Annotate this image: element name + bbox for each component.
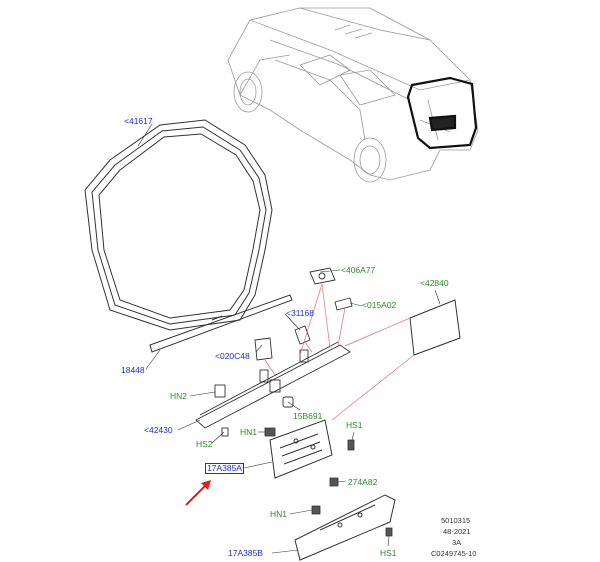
reference-line-1: 5010315 [441,516,471,525]
vehicle-illustration [227,7,479,183]
label-15B691: 15B691 [293,411,323,421]
tailgate-seal [84,119,273,331]
label-31168: <31168 [286,308,314,318]
label-42840: <42840 [420,278,449,288]
fasteners [264,427,393,537]
trim-strip [149,294,293,353]
licence-panel-leaders [331,317,415,421]
label-HS2: HS2 [196,439,213,449]
label-HN1-lower: HN1 [270,509,288,519]
label-HS1-lower: HS1 [380,548,397,558]
label-41617: <41617 [124,116,153,126]
label-42430: <42430 [144,425,173,435]
label-HN1-upper: HN1 [240,427,258,437]
label-18448: 18448 [121,365,145,375]
label-406A77: <406A77 [341,265,376,275]
licence-panel [409,299,461,356]
callout-leaders [137,123,441,554]
label-17A385A: 17A385A [205,463,244,474]
label-17A385B: 17A385B [228,548,263,558]
release-handle-assembly [195,267,353,437]
label-020C48: <020C48 [215,351,250,361]
label-HN2: HN2 [170,391,188,401]
reference-line-2: 48-2021 [443,527,471,536]
label-274A82: 274A82 [348,477,378,487]
plate-bracket-upper [269,419,333,479]
plate-bracket-lower [294,494,396,561]
highlight-arrow [185,480,211,506]
label-HS1-upper: HS1 [346,420,363,430]
handle-leaders [264,283,346,376]
reference-line-3: 3A [452,538,462,547]
label-015A02: <015A02 [362,300,397,310]
tailgate-outline-highlight [406,76,478,150]
reference-line-4: C0249745-10 [431,549,477,558]
